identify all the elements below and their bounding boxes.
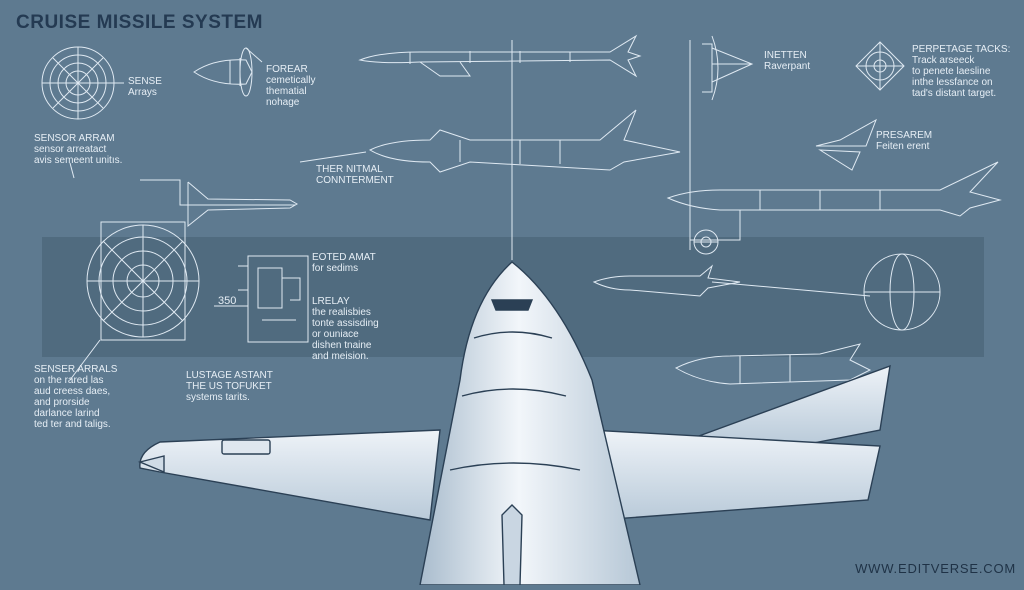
label-line: thematial: [266, 86, 307, 97]
label-lustage-astant: LUSTAGE ASTANT THE US TOFUKET systems ta…: [186, 370, 273, 403]
label-line: Feiten erent: [876, 141, 930, 152]
tail-fin-drawing: [815, 118, 877, 171]
sense-array-radar: [41, 46, 124, 120]
missile-band-small: [592, 264, 871, 297]
label-sense-arrays: SENSE Arrays: [128, 76, 162, 98]
nose-cone-drawing: [193, 47, 263, 97]
label-sensor-arram: SENSOR ARRAM sensor arreatact avis semee…: [34, 133, 122, 166]
label-number-350: 350: [218, 295, 237, 307]
label-title: SENSE: [128, 76, 162, 87]
label-title: EOTED AMAT: [312, 252, 376, 263]
label-line: THE US TOFUKET: [186, 381, 272, 392]
label-line: tonte assisding: [312, 318, 379, 329]
label-line: Track arseeck: [912, 55, 975, 66]
label-title: INETTEN: [764, 50, 807, 61]
label-title: LRELAY: [312, 296, 350, 307]
label-ther-nitmal: THER NITMAL CONNTERMENT: [316, 164, 394, 186]
label-line: on the rared las: [34, 375, 104, 386]
label-line: Raverpant: [764, 61, 811, 72]
gyro-circle: [693, 229, 719, 255]
circuit-schematic: [214, 255, 309, 343]
cross-section-ellipse: [863, 253, 941, 331]
label-line: darlance larind: [34, 408, 100, 419]
label-lerlay: LRELAY the realisbies tonte assisding or…: [312, 296, 379, 362]
label-title: THER NITMAL: [316, 164, 383, 175]
label-line: avis semeent unitıs.: [34, 155, 123, 166]
label-line: nohage: [266, 97, 300, 108]
label-line: cemetically: [266, 75, 316, 86]
label-line: the realisbies: [312, 307, 371, 318]
leader-line-left: [69, 339, 101, 381]
label-line: sensor arreatact: [34, 144, 107, 155]
label-title: PRESAREM: [876, 130, 933, 141]
label-line: dishen tnaine: [312, 340, 372, 351]
label-eoted-amat: EOTED AMAT for sedims: [312, 252, 376, 274]
pointer-line: [69, 162, 75, 179]
label-line: Arrays: [128, 87, 157, 98]
label-title: LUSTAGE ASTANT: [186, 370, 273, 381]
label-line: systems tarits.: [186, 392, 250, 403]
label-title: FOREAR: [266, 64, 308, 75]
label-line: tad's distant target.: [912, 88, 997, 99]
label-title: SENSOR ARRAM: [34, 133, 115, 144]
target-symbol: [855, 41, 905, 91]
label-line: to penete laesline: [912, 66, 991, 77]
label-line: for sedims: [312, 263, 359, 274]
small-missile-left: [140, 179, 299, 228]
missile-lower-right: [674, 343, 872, 385]
label-line: inthe lessfance on: [912, 77, 993, 88]
label-senser-arrals: SENSER ARRALS on the rared las aud crees…: [34, 364, 117, 430]
label-line: CONNTERMENT: [316, 175, 394, 186]
page-title: CRUISE MISSILE SYSTEM: [16, 12, 263, 33]
missile-right-long: [666, 161, 1002, 241]
inetten-drawing: [689, 35, 754, 250]
missile-second: [299, 109, 681, 173]
label-line: or ouniace: [312, 329, 359, 340]
main-missile-render: [137, 261, 891, 586]
label-title: SENSER ARRALS: [34, 364, 118, 375]
label-presarem: PRESAREM Feiten erent: [876, 130, 932, 152]
label-line: ted ter and taligs.: [34, 419, 111, 430]
label-perpetage-tacks: PERPETAGE TACKS: Track arseeck to penete…: [912, 44, 1010, 99]
missile-top-center: [358, 34, 642, 78]
label-forear: FOREAR cemetically thematial nohage: [266, 64, 315, 108]
label-title: PERPETAGE TACKS:: [912, 44, 1011, 55]
watermark-url: WWW.EDITVERSE.COM: [855, 561, 1016, 576]
label-line: and prorside: [34, 397, 90, 408]
sensor-array-radar-large: [86, 221, 200, 341]
label-inetten: INETTEN Raverpant: [764, 50, 810, 72]
label-line: aud creess daes,: [34, 386, 111, 397]
label-line: and meision.: [312, 351, 369, 362]
